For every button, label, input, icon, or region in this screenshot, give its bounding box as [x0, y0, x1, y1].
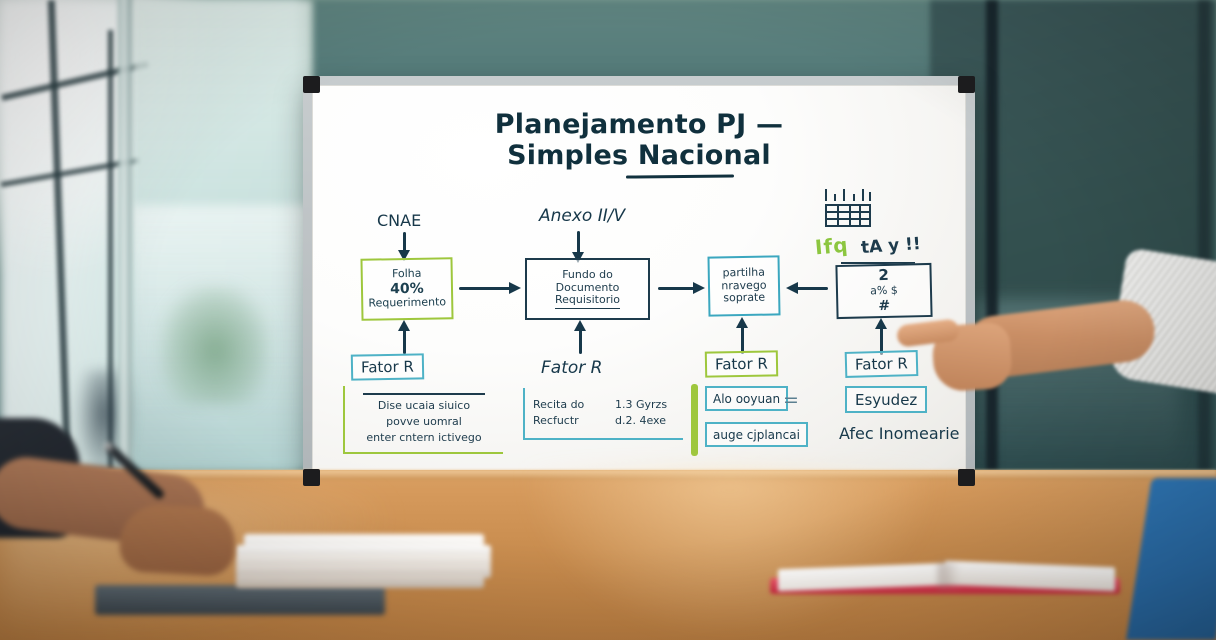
arrow-up-to-box2: [574, 320, 586, 354]
laptop: [95, 585, 385, 615]
note-left-rule: [362, 393, 486, 395]
paper-stack: [236, 534, 491, 590]
open-book: [770, 556, 1120, 604]
arrow-up-to-box1: [398, 320, 410, 354]
flow-box-fundo-line2: Documento: [555, 280, 620, 294]
board-corner-top-left: [303, 76, 320, 93]
note-left-line1: Dise ucaia siuico: [377, 398, 471, 412]
participant-writing-arm: [0, 418, 270, 608]
label-anexo: Anexo II/V: [539, 206, 626, 226]
board-title-underline: [625, 174, 735, 179]
presenter-pointing-arm: [895, 247, 1216, 452]
highlight-green-annotation: Ifq: [814, 232, 850, 260]
flow-box-folha-line2: 40%: [390, 280, 424, 298]
arrow-anexo-down: [572, 231, 584, 263]
whiteboard[interactable]: Planejamento PJ — Simples Nacional CNAE …: [289, 76, 989, 506]
note-right-accent-bar: [691, 384, 698, 456]
note-block-mid[interactable]: Recita do 1.3 Gyrzs Recfuctr d.2. 4exe: [523, 388, 683, 440]
board-title-line2: Simples Nacional: [507, 140, 771, 171]
arrow-box4-to-box3: [786, 282, 828, 294]
flow-box-partilha-line3: soprate: [723, 291, 766, 305]
note-left-line2: povve uomral: [386, 414, 462, 428]
note-block-left[interactable]: Dise ucaia siuico povve uomral enter cnt…: [343, 386, 503, 454]
tag-fator-r-3[interactable]: Fator R: [704, 350, 779, 378]
table-icon-crown: [825, 189, 871, 201]
note-far-right-chip-1[interactable]: Esyudez: [845, 386, 928, 413]
flow-box-aliquota-line2: a% $: [869, 283, 898, 298]
highlight-dark-annotation: tA y !!: [860, 233, 922, 259]
arrow-box2-to-box3: [658, 282, 705, 294]
board-corner-bottom-right: [958, 469, 975, 486]
note-mid-row-2: Recfuctr d.2. 4exe: [533, 413, 675, 429]
flow-box-folha-line1: Folha: [391, 266, 422, 281]
flow-box-folha-line3: Requerimento: [368, 295, 447, 310]
board-title-line1: Planejamento PJ —: [494, 109, 784, 140]
note-mid-row-1: Recita do 1.3 Gyrzs: [533, 397, 675, 413]
label-cnae: CNAE: [377, 210, 422, 230]
board-title: Planejamento PJ — Simples Nacional: [313, 109, 965, 172]
table-grid-icon: [823, 189, 873, 227]
note-mid-row1-left: Recita do: [533, 398, 585, 412]
note-mid-row2-left: Recfuctr: [533, 414, 579, 427]
note-mid-row1-right: 1.3 Gyrzs: [615, 398, 668, 412]
arrow-box1-to-box2: [459, 282, 521, 294]
flow-box-aliquota-line3: #: [878, 297, 891, 315]
note-left-line3: enter cntern ictivego: [366, 430, 482, 444]
note-right-chip-2[interactable]: auge cjplancai: [705, 422, 808, 447]
partition-post: [118, 0, 132, 470]
table-highlight-center: [520, 470, 940, 640]
board-writing-surface[interactable]: Planejamento PJ — Simples Nacional CNAE …: [312, 85, 966, 482]
flow-box-folha[interactable]: Folha 40% Requerimento: [360, 257, 454, 321]
arrow-up-to-box4: [875, 318, 887, 355]
board-corner-top-right: [958, 76, 975, 93]
arrow-up-to-box3: [736, 317, 748, 354]
participant-hand: [118, 503, 237, 577]
window-frame-vertical-2: [108, 30, 113, 470]
office-plant: [160, 285, 270, 405]
note-mid-row2-right: d.2. 4exe: [615, 414, 666, 427]
book-spine: [938, 562, 960, 588]
flow-box-aliquota-line1: 2: [878, 266, 890, 285]
note-right-chip-1[interactable]: Alo ooyuan: [705, 386, 789, 411]
board-corner-bottom-left: [303, 469, 320, 486]
flow-box-fundo-line1: Fundo do: [562, 267, 613, 281]
flow-box-partilha[interactable]: partilha nravego soprate: [707, 255, 781, 317]
flow-box-fundo-line3: Requisitorio: [554, 294, 621, 310]
tag-fator-r-1[interactable]: Fator R: [350, 353, 425, 381]
label-fator-anexo: Fator R: [541, 358, 603, 378]
note-right-equals: =: [783, 389, 799, 411]
arrow-cnae-down: [398, 232, 410, 261]
note-far-right-caption: Afec Inomearie: [839, 424, 960, 443]
flow-box-fundo[interactable]: Fundo do Documento Requisitorio: [525, 258, 650, 320]
